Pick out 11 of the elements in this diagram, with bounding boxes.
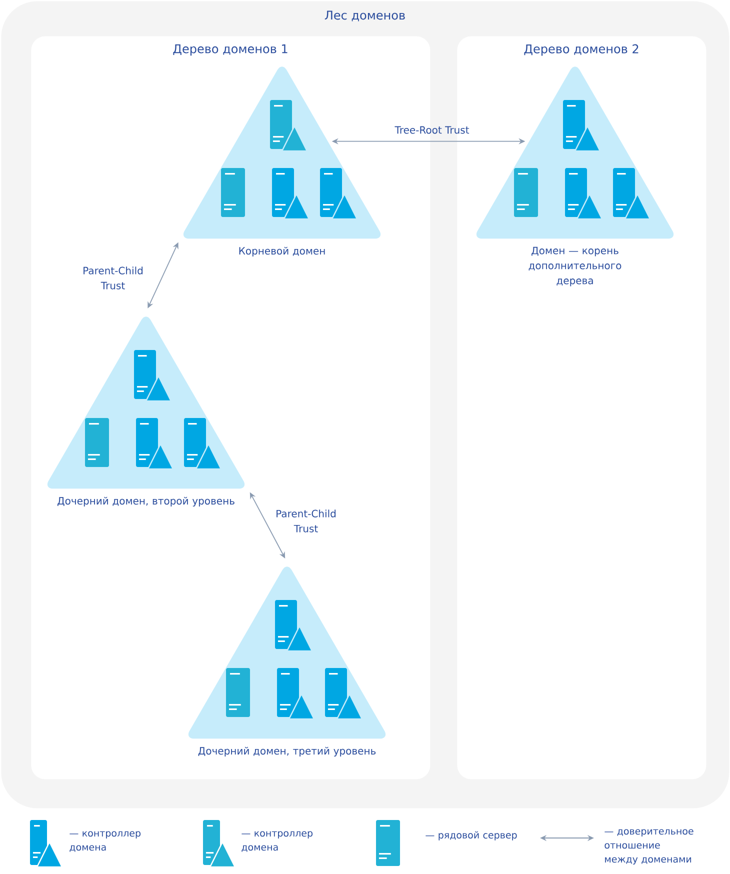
legend-text: — доверительное отношение между доменами — [604, 829, 694, 864]
edge-label: Parent-Child Trust — [276, 510, 336, 532]
edge-label: Tree-Root Trust — [394, 126, 470, 134]
node-label: Дочерний домен, третий уровень — [198, 746, 376, 757]
node-label: Домен — корень дополнительного дерева — [528, 246, 622, 286]
legend-text: — контроллер домена — [70, 831, 141, 852]
node-label: Корневой домен — [239, 246, 325, 257]
edge-label: Parent-Child Trust — [84, 266, 143, 290]
legend-text: — контроллер домена — [242, 831, 313, 852]
node-label: Дочерний домен, второй уровень — [58, 496, 234, 507]
legend-text: — рядовой сервер — [426, 831, 517, 840]
